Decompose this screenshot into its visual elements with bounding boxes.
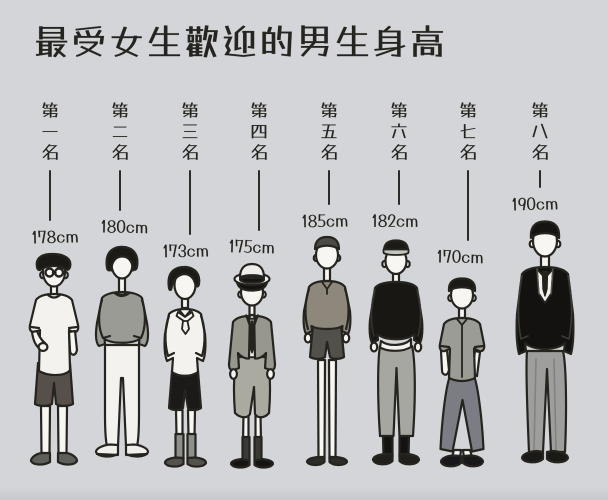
rank-label [251,102,267,160]
rank-label [391,102,407,160]
height-label: 190cm [511,195,564,216]
height-label-glyphs [32,230,78,244]
rank-label [42,102,58,160]
pointer-line [119,170,121,211]
figure-man-8-art [515,220,575,464]
height-label: 173cm [162,243,214,264]
figure-man-6-art [368,239,424,466]
height-label-glyphs [437,249,483,264]
rank-label [460,102,476,160]
height-label-text: 180cm [100,239,101,240]
height-label-text: 185cm [301,233,302,234]
height-label-text: 190cm [511,217,512,218]
height-label-glyphs [163,244,209,258]
height-label-text: 178cm [31,250,32,251]
figure-man-7-art [438,277,486,468]
figure-man-5 [298,235,356,468]
figure-man-6 [363,239,429,470]
height-label-text: 175cm [228,258,229,259]
pointer-line [189,170,191,235]
pointer-line [467,170,469,241]
height-label: 178cm [31,228,84,249]
height-label-glyphs [302,214,348,228]
figure-man-4-art [227,262,277,469]
figure-man-3-art [163,265,208,468]
height-label: 170cm [436,249,488,270]
figure-man-8 [509,220,581,470]
figure-man-5-art [302,235,352,467]
height-label: 180cm [100,219,152,240]
figure-man-2-art [94,245,150,458]
rank-label [182,102,198,160]
figure-man-2 [90,245,154,470]
pointer-line [258,170,260,231]
pointer-line [539,170,541,188]
height-label: 185cm [301,213,353,234]
figure-man-4 [221,262,283,470]
height-label-glyphs [101,219,148,234]
pointer-line [398,170,400,205]
pointer-line [49,170,51,221]
pointer-line [328,170,330,205]
height-label: 175cm [228,238,281,259]
height-label-glyphs [512,197,558,211]
height-label-glyphs [229,239,274,254]
height-label-text: 170cm [436,269,437,270]
figure-man-7 [432,277,492,470]
figure-man-1 [22,252,86,470]
height-label: 182cm [371,213,423,233]
height-label-text: 173cm [162,263,163,264]
rank-label [112,102,128,160]
height-label-glyphs [372,214,418,228]
figure-man-3 [156,265,212,470]
rank-label [532,102,548,160]
page-title [35,25,444,58]
height-label-text: 182cm [371,233,372,234]
figure-man-1-art [28,252,80,466]
rank-label [321,102,337,160]
